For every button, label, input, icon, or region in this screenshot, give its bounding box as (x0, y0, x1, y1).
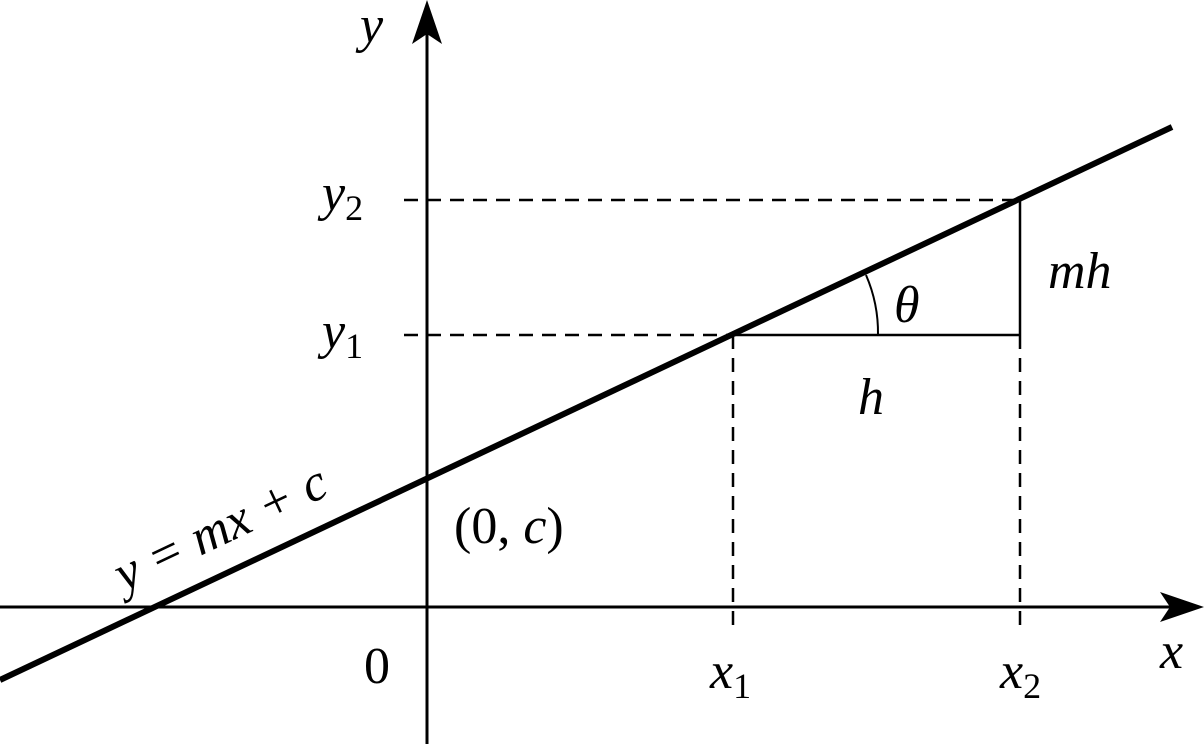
y-axis-arrowhead (412, 0, 442, 44)
x-axis-arrowhead (1160, 592, 1204, 622)
angle-label: θ (894, 277, 920, 334)
x-axis-label: x (1159, 623, 1183, 680)
vertical-leg-label: mh (1048, 243, 1112, 300)
y-axis-label: y (355, 0, 384, 54)
x1-label: x1 (709, 643, 751, 706)
y1-label: y1 (317, 303, 363, 366)
angle-arc (865, 274, 880, 336)
horizontal-leg-label: h (858, 369, 884, 426)
y2-label: y2 (317, 165, 363, 228)
x2-label: x2 (999, 643, 1041, 706)
origin-label: 0 (364, 638, 390, 695)
equation-label: y = mx + c (100, 453, 336, 605)
intercept-label: (0, c) (454, 498, 564, 555)
main-line (0, 124, 1174, 683)
